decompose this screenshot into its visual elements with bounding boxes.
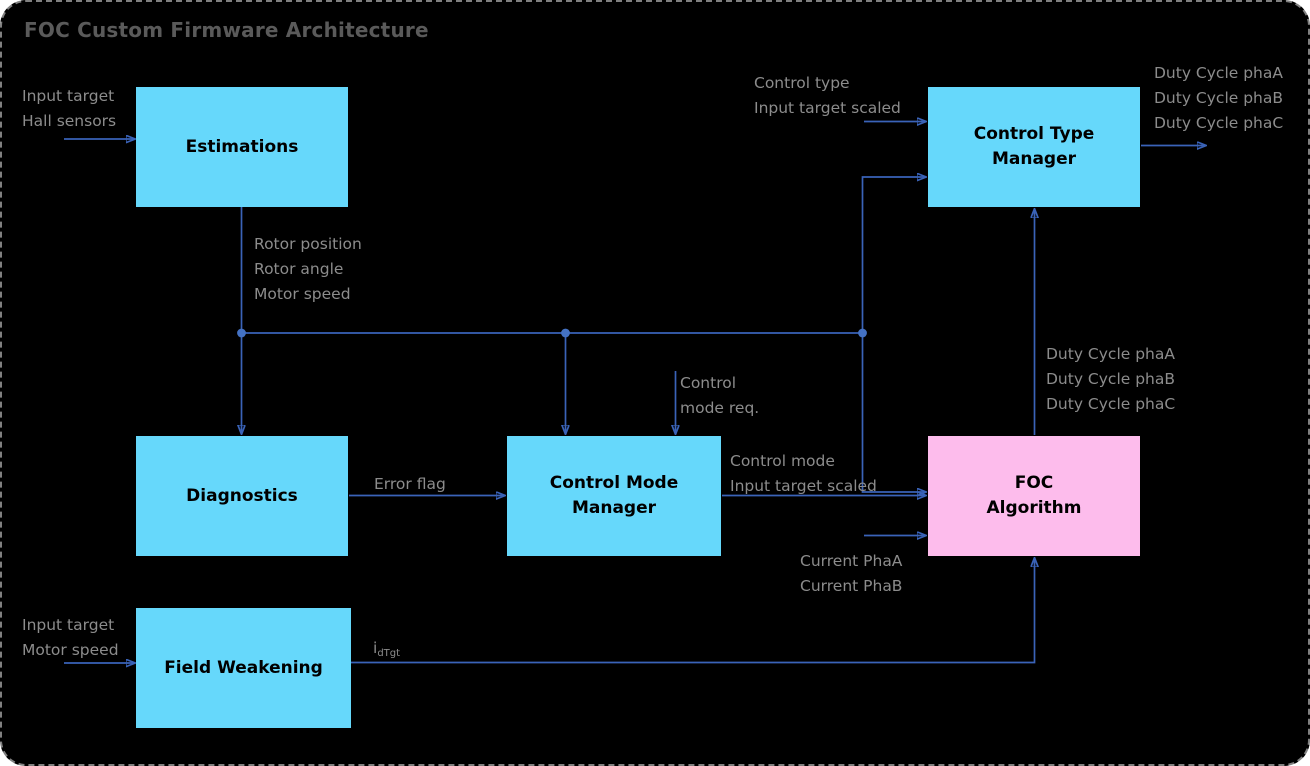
label-error-flag: Error flag	[374, 472, 446, 497]
label-line: Rotor angle	[254, 260, 344, 279]
label-control-mode-request: Control mode req.	[680, 371, 759, 421]
label-line: Input target scaled	[730, 477, 877, 496]
label-field-weakening-input: Input target Motor speed	[22, 613, 119, 663]
block-diagnostics-label: Diagnostics	[186, 485, 298, 506]
label-line: Duty Cycle phaC	[1154, 114, 1284, 133]
label-line: idTgt	[373, 639, 401, 659]
junction-dot	[858, 328, 867, 338]
label-line: Control	[680, 374, 737, 392]
page-title: FOC Custom Firmware Architecture	[24, 18, 429, 42]
label-estimations-input: Input target Hall sensors	[22, 84, 116, 134]
block-estimations[interactable]: Estimations	[136, 87, 348, 207]
label-line: Duty Cycle phaC	[1046, 395, 1176, 414]
junction-dot	[561, 328, 570, 338]
wire-bus-to-control-type	[861, 177, 927, 333]
label-line: Hall sensors	[22, 112, 117, 131]
label-line: Control type	[754, 74, 850, 92]
block-estimations-label: Estimations	[185, 136, 299, 157]
label-control-type-input: Control type Input target scaled	[754, 71, 901, 121]
wire-idtgt-to-foc	[351, 558, 1035, 664]
label-estimations-output: Rotor position Rotor angle Motor speed	[254, 232, 362, 307]
label-line: Motor speed	[22, 641, 119, 660]
label-line: Duty Cycle phaA	[1154, 64, 1283, 82]
label-line: Motor speed	[254, 285, 351, 304]
label-foc-current-input: Current PhaA Current PhaB	[800, 549, 902, 599]
label-line: Input target	[22, 616, 115, 634]
label-line: Control mode	[730, 452, 835, 470]
label-line: Duty Cycle phaB	[1046, 370, 1176, 389]
label-line: Rotor position	[254, 235, 362, 253]
label-line: Input target scaled	[754, 99, 901, 118]
label-line: Duty Cycle phaA	[1046, 345, 1175, 363]
label-foc-duty-cycle-output: Duty Cycle phaA Duty Cycle phaB Duty Cyc…	[1046, 342, 1175, 417]
block-field-weakening[interactable]: Field Weakening	[136, 608, 351, 728]
label-line: Error flag	[374, 475, 446, 493]
junction-dot	[237, 328, 246, 338]
label-line: Current PhaB	[800, 577, 903, 596]
label-idtgt: idTgt	[373, 636, 400, 661]
label-line: Current PhaA	[800, 552, 903, 570]
block-field-weakening-label: Field Weakening	[164, 657, 323, 678]
label-line: Duty Cycle phaB	[1154, 89, 1284, 108]
block-diagnostics[interactable]: Diagnostics	[136, 436, 348, 556]
label-control-type-output: Duty Cycle phaA Duty Cycle phaB Duty Cyc…	[1154, 61, 1283, 136]
label-foc-control-mode-input: Control mode Input target scaled	[730, 449, 877, 499]
label-line: mode req.	[680, 399, 760, 418]
label-line: Input target	[22, 87, 115, 105]
